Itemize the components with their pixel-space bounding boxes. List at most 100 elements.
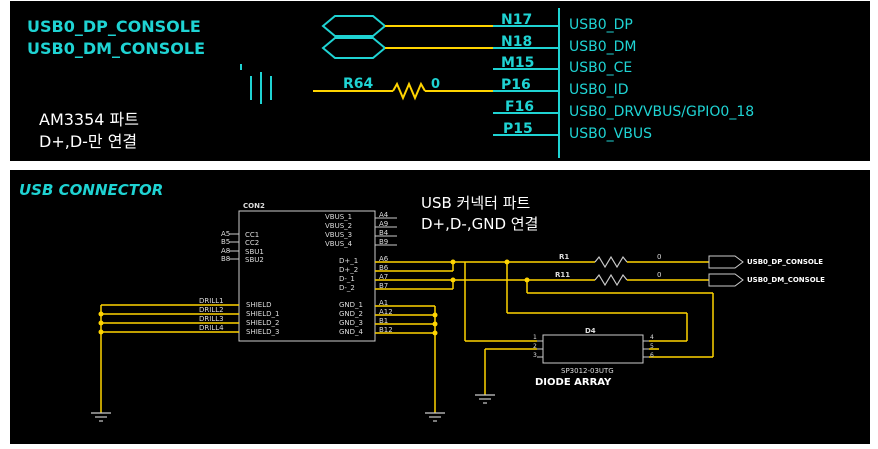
- pin-num: A8: [221, 247, 230, 255]
- ground-symbol-right: [425, 412, 445, 422]
- annotation-line-2: D+,D-만 연결: [39, 132, 137, 151]
- pin-name: D-_1: [339, 275, 355, 283]
- resistor-r1: [594, 255, 628, 269]
- pin-num: B9: [379, 238, 388, 246]
- diode-part-number: SP3012-03UTG: [561, 367, 614, 375]
- shield-junctions: [98, 311, 104, 335]
- connector-ref: CON2: [243, 202, 265, 210]
- net-label-dp: USB0_DP_CONSOLE: [747, 258, 823, 266]
- section-title: USB CONNECTOR: [19, 181, 163, 199]
- shield-wires: [100, 304, 239, 413]
- pin-num: A9: [379, 220, 388, 228]
- pin-name: SBU2: [245, 256, 264, 264]
- drill-pin-group: DRILL1 SHIELD DRILL2 SHIELD_1 DRILL3 SHI…: [199, 297, 279, 336]
- pin-num: B12: [379, 326, 393, 334]
- pin-name: VBUS_1: [325, 213, 352, 221]
- processor-usb-panel: USB0_DP_CONSOLE USB0_DM_CONSOLE R64 0 N1…: [12, 3, 868, 159]
- pin-name: D+_2: [339, 266, 358, 274]
- r11-ref: R11: [555, 271, 570, 279]
- pin-num: B6: [379, 264, 389, 272]
- pin-name: USB0_ID: [569, 82, 629, 98]
- pin-name: VBUS_2: [325, 222, 352, 230]
- r64-ref: R64: [343, 76, 374, 92]
- pin-num: M15: [501, 55, 534, 71]
- drill-net: DRILL4: [199, 324, 224, 332]
- pin-num: 1: [533, 334, 537, 341]
- offpage-connector-dm: [708, 273, 744, 287]
- ground-symbol: [240, 64, 272, 104]
- diode-pin-stubs: [537, 340, 649, 358]
- r1-value: 0: [657, 253, 661, 261]
- pin-num: 3: [533, 352, 537, 359]
- pin-name: USB0_CE: [569, 60, 632, 76]
- left-pin-stubs: [229, 233, 239, 260]
- gnd-pin-group: GND_1 A1 GND_2 A12 GND_3 B1 GND_4 B12: [339, 299, 393, 336]
- data-pin-group: D+_1 A6 D+_2 B6 D-_1 A7 D-_2 B7: [339, 255, 389, 292]
- pin-name: CC1: [245, 231, 259, 239]
- net-label-dp: USB0_DP_CONSOLE: [27, 17, 201, 36]
- resistor-r11: [594, 273, 628, 287]
- left-pin-group: A5 CC1 B5 CC2 A8 SBU1 B8 SBU2: [221, 230, 264, 264]
- pin-name: SHIELD_3: [246, 328, 279, 336]
- drill-net: DRILL2: [199, 306, 224, 314]
- connector-schematic: USB CONNECTOR USB 커넥터 파트 D+,D-,GND 연결 CO…: [19, 181, 825, 422]
- annotation-line-2: D+,D-,GND 연결: [421, 215, 538, 233]
- pin-name: SHIELD_2: [246, 319, 279, 327]
- pin-name: VBUS_3: [325, 231, 352, 239]
- vbus-pin-group: VBUS_1 A4 VBUS_2 A9 VBUS_3 B4 VBUS_4 B9: [325, 211, 389, 248]
- usb-connector-panel: USB CONNECTOR USB 커넥터 파트 D+,D-,GND 연결 CO…: [12, 172, 868, 442]
- pin-num: 2: [533, 343, 537, 350]
- ground-symbol-left: [91, 412, 111, 422]
- r64-value: 0: [431, 77, 440, 92]
- pin-num: P16: [501, 77, 531, 93]
- offpage-connector-dp: [708, 255, 744, 269]
- pin-name: GND_2: [339, 310, 363, 318]
- pin-name: SHIELD_1: [246, 310, 279, 318]
- pin-num: F16: [505, 99, 534, 115]
- pin-name: GND_4: [339, 328, 364, 336]
- ground-symbol-diode: [475, 394, 495, 404]
- pin-num: B5: [221, 238, 230, 246]
- pin-name: VBUS_4: [325, 240, 353, 248]
- pin-num: 6: [650, 352, 654, 359]
- top-panel-border: [10, 1, 870, 161]
- pin-num: A4: [379, 211, 389, 219]
- bottom-panel-border: [10, 170, 870, 444]
- pin-name: USB0_DRVVBUS/GPIO0_18: [569, 104, 754, 120]
- pin-num: P15: [503, 121, 533, 137]
- pin-name: GND_1: [339, 301, 363, 309]
- annotation-line-1: USB 커넥터 파트: [421, 194, 531, 212]
- net-label-dm: USB0_DM_CONSOLE: [27, 39, 205, 58]
- pin-num: A7: [379, 273, 388, 281]
- pin-num: A1: [379, 299, 388, 307]
- pin-name: SHIELD: [246, 301, 271, 309]
- pin-num: B7: [379, 282, 388, 290]
- pin-name: D+_1: [339, 257, 358, 265]
- pin-num: N18: [501, 34, 532, 50]
- pin-stubs: [493, 25, 559, 136]
- pin-num: A6: [379, 255, 389, 263]
- resistor-r64: [392, 81, 426, 101]
- pin-name: GND_3: [339, 319, 363, 327]
- diode-ref: D4: [585, 327, 596, 335]
- processor-schematic: USB0_DP_CONSOLE USB0_DM_CONSOLE R64 0 N1…: [27, 8, 754, 158]
- pin-name: USB0_DP: [569, 17, 633, 33]
- diode-pin-numbers: 1 2 3 4 5 6: [533, 334, 654, 359]
- pin-num: B1: [379, 317, 388, 325]
- pin-num: A12: [379, 308, 393, 316]
- r11-value: 0: [657, 271, 661, 279]
- r1-ref: R1: [559, 253, 569, 261]
- pin-name: CC2: [245, 239, 259, 247]
- pin-name: USB0_VBUS: [569, 126, 652, 142]
- pin-num: B8: [221, 255, 230, 263]
- pin-name: SBU1: [245, 248, 264, 256]
- pin-name: D-_2: [339, 284, 355, 292]
- pin-num: 4: [650, 334, 654, 341]
- vbus-pin-stubs: [375, 217, 397, 246]
- pin-num: N17: [501, 12, 532, 28]
- pin-name: USB0_DM: [569, 39, 637, 55]
- pin-num: B4: [379, 229, 389, 237]
- drill-net: DRILL3: [199, 315, 224, 323]
- diode-label: DIODE ARRAY: [535, 377, 612, 388]
- pin-num: 5: [650, 343, 654, 350]
